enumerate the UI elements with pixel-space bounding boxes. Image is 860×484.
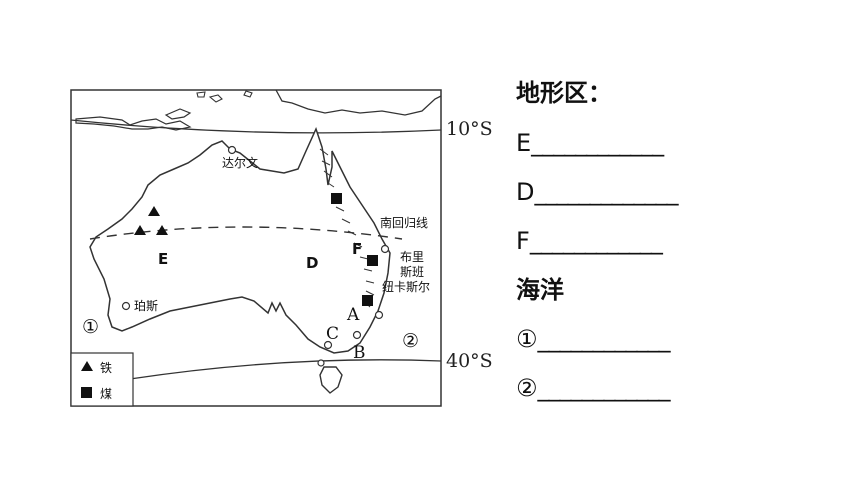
- city-marker: [317, 359, 325, 367]
- australia-map: 铁 煤 达尔文 珀斯 布里 斯班 纽卡斯尔 南回归线 A B C E D F ①…: [70, 89, 442, 407]
- legend-square-icon: [81, 387, 92, 398]
- point-letter-b: B: [353, 343, 366, 363]
- city-label-darwin: 达尔文: [222, 155, 258, 170]
- city-label-perth: 珀斯: [134, 299, 158, 313]
- region-letter-d: D: [306, 254, 318, 272]
- city-label-brisbane-1: 布里: [400, 250, 424, 264]
- region-letter-f: F: [352, 240, 362, 258]
- new-guinea-coast: [275, 89, 442, 116]
- australia-mainland: [89, 126, 391, 354]
- coal-marker: [367, 255, 378, 266]
- landform-letter: F: [516, 227, 530, 255]
- city-marker: [227, 145, 237, 155]
- coal-marker: [331, 193, 342, 204]
- region-letter-e: E: [158, 250, 168, 268]
- ocean-marker-2: ②: [402, 330, 419, 352]
- latitude-40s-line: [129, 359, 442, 380]
- landform-item-e[interactable]: E____________: [516, 128, 846, 158]
- city-label-brisbane-2: 斯班: [400, 265, 424, 279]
- latitude-10s-line: [70, 119, 442, 134]
- ocean-marker-1: ①: [82, 316, 99, 338]
- legend-iron-label: 铁: [100, 361, 112, 375]
- landform-item-d[interactable]: D_____________: [516, 177, 846, 207]
- landform-letter: E: [516, 129, 532, 157]
- tropic-of-capricorn: [89, 226, 403, 240]
- city-marker: [323, 340, 333, 350]
- landform-item-f[interactable]: F____________: [516, 226, 846, 256]
- iron-marker: [156, 225, 168, 235]
- point-letter-c: C: [326, 324, 339, 344]
- legend-triangle-icon: [81, 361, 93, 371]
- city-marker: [374, 310, 384, 320]
- coal-marker: [362, 295, 373, 306]
- answer-blank[interactable]: ____________: [529, 227, 663, 255]
- legend-coal-label: 煤: [100, 387, 112, 401]
- answer-blank[interactable]: _____________: [534, 178, 678, 206]
- city-marker: [380, 244, 390, 254]
- answer-blank[interactable]: ____________: [537, 325, 671, 353]
- lat-label-40s: 40°S: [446, 350, 493, 372]
- landform-letter: D: [516, 178, 535, 206]
- ocean-item-1[interactable]: ①____________: [516, 324, 846, 354]
- island-small-2: [243, 90, 253, 98]
- iron-marker: [148, 206, 160, 216]
- city-label-newcastle: 纽卡斯尔: [382, 279, 430, 294]
- island-small-3: [196, 91, 206, 98]
- ocean-heading: 海洋: [516, 276, 564, 304]
- answer-blank[interactable]: ____________: [531, 129, 664, 157]
- tasmania: [319, 366, 343, 394]
- tropic-label: 南回归线: [380, 215, 428, 230]
- point-letter-a: A: [346, 305, 360, 325]
- island-timor: [164, 108, 192, 120]
- map-svg: 铁 煤 达尔文 珀斯 布里 斯班 纽卡斯尔 南回归线 A B C E D F ①…: [70, 89, 442, 407]
- island-small-1: [208, 94, 223, 103]
- landform-heading: 地形区：: [516, 79, 612, 107]
- iron-marker: [134, 225, 146, 235]
- island-strip: [75, 116, 192, 131]
- city-marker: [121, 301, 131, 311]
- answer-blank[interactable]: ____________: [537, 374, 671, 402]
- city-marker: [352, 330, 362, 340]
- ocean-item-2[interactable]: ②____________: [516, 373, 846, 403]
- ocean-letter: ①: [516, 325, 538, 353]
- question-panel: 地形区： E____________ D_____________ F_____…: [516, 78, 846, 422]
- lat-label-10s: 10°S: [446, 118, 493, 140]
- ocean-letter: ②: [516, 374, 538, 402]
